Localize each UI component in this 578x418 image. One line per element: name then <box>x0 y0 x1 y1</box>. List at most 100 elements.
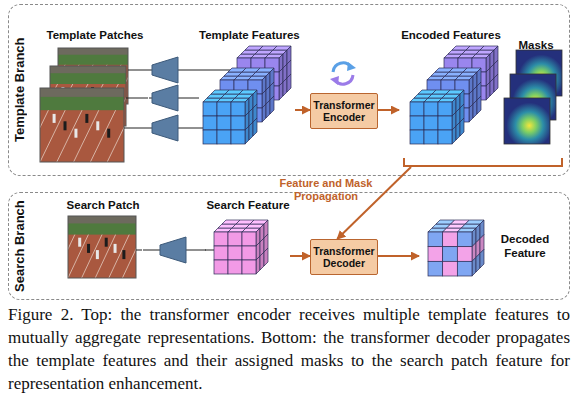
cube-side-cell <box>494 74 498 92</box>
cube-front-cell <box>438 116 452 130</box>
cube-front-cell <box>203 130 217 144</box>
bracket <box>404 158 562 166</box>
attention-mask <box>504 98 550 144</box>
cube-front-cell <box>231 130 245 144</box>
cube-side-cell <box>249 122 253 140</box>
node-heading: Template Patches <box>41 29 149 41</box>
cube-front-cell <box>424 116 438 130</box>
cnn-encoder <box>152 57 178 83</box>
cube-front-cell <box>424 130 438 144</box>
wire <box>126 98 148 99</box>
feature-stack: Decoded Feature <box>419 213 569 293</box>
cube-side-cell <box>264 248 268 266</box>
cube-front-cell <box>231 102 245 116</box>
cube-front-cell <box>231 116 245 130</box>
cube-front-cell <box>443 247 458 262</box>
stand <box>40 88 124 97</box>
wire <box>205 250 214 251</box>
wire <box>178 128 203 129</box>
cube-side-cell <box>477 96 481 114</box>
cycle-icon <box>330 62 356 85</box>
node-heading: Template Features <box>199 29 295 41</box>
cube-side-cell <box>473 100 477 118</box>
cube-front-cell <box>410 116 424 130</box>
mask-stack: Masks <box>504 29 568 151</box>
cube-front-cell <box>424 102 438 116</box>
cube-side-cell <box>256 256 260 274</box>
cube-front-cell <box>242 232 256 246</box>
cycle-head <box>347 62 356 71</box>
cube-front-cell <box>214 232 228 246</box>
cycle-head <box>330 76 339 85</box>
runner <box>114 244 117 253</box>
grass <box>50 66 126 84</box>
connector-arrow <box>290 255 310 257</box>
transformer-box: Transformer Encoder <box>310 93 378 129</box>
cube-front-cell <box>428 261 443 276</box>
track-photo <box>40 88 124 162</box>
cube-front-cell <box>457 232 472 247</box>
runner <box>96 250 99 259</box>
cube-side-cell <box>490 78 494 96</box>
cube-side-cell <box>262 104 266 122</box>
runner <box>64 121 67 130</box>
lane-line <box>57 110 82 162</box>
image-stack: Template Patches <box>41 29 149 167</box>
cube-front-cell <box>203 102 217 116</box>
cube-front-cell <box>217 102 231 116</box>
figure-caption: Figure 2. Top: the transformer encoder r… <box>8 303 570 395</box>
connector-arrow <box>378 255 419 257</box>
cube-side-cell <box>253 118 257 136</box>
cube-front-cell <box>214 260 228 274</box>
feature-stack: Search Feature <box>206 199 290 281</box>
connector-arrow <box>295 109 310 111</box>
cube-side-cell <box>245 126 249 144</box>
transformer-box: Transformer Decoder <box>310 239 378 275</box>
node-heading: Encoded Features <box>399 29 503 41</box>
cnn-encoder <box>152 115 178 141</box>
runner <box>96 121 99 130</box>
cube-front-cell <box>228 246 242 260</box>
box-label: Transformer Decoder <box>311 240 377 274</box>
edge-label: Feature and Mask Propagation <box>270 177 382 203</box>
lane-line <box>40 110 65 162</box>
cube-side-cell <box>472 257 476 276</box>
grass <box>58 48 128 65</box>
cube-front-cell <box>438 102 452 116</box>
box-label: Transformer Encoder <box>311 94 377 128</box>
cube-side-cell <box>270 96 274 114</box>
cube-side-cell <box>452 126 456 144</box>
node-heading: Search Patch <box>63 199 143 211</box>
cube-front-cell <box>214 246 228 260</box>
cube-side-cell <box>460 118 464 136</box>
runner <box>122 250 125 259</box>
cube-front-cell <box>242 260 256 274</box>
runner <box>87 244 90 253</box>
grass <box>68 216 136 235</box>
cube-front-cell <box>410 102 424 116</box>
node-heading: Search Feature <box>206 199 290 211</box>
grass <box>40 88 124 110</box>
node-heading: Decoded Feature <box>491 233 559 261</box>
runner <box>85 114 88 123</box>
node-heading: Masks <box>504 39 568 51</box>
wire <box>124 128 152 129</box>
wire <box>136 250 142 251</box>
runner <box>107 129 110 138</box>
feature-cube <box>203 90 257 144</box>
branch-band: Template Branch Template Patches Template … <box>8 4 570 176</box>
cube-front-cell <box>443 232 458 247</box>
cnn-encoder <box>152 85 178 111</box>
track-surface <box>68 216 136 278</box>
feature-stack: Template Features <box>199 29 295 151</box>
feature-stack: Encoded Features <box>399 29 503 167</box>
track-photo <box>68 216 136 278</box>
cnn-encoder <box>160 237 186 263</box>
cube-front-cell <box>228 260 242 274</box>
connector-arrow <box>378 109 399 111</box>
branch-label: Template Branch <box>12 5 27 175</box>
branch-label: Search Branch <box>12 193 27 299</box>
cube-side-cell <box>283 78 287 96</box>
wire <box>128 70 152 71</box>
